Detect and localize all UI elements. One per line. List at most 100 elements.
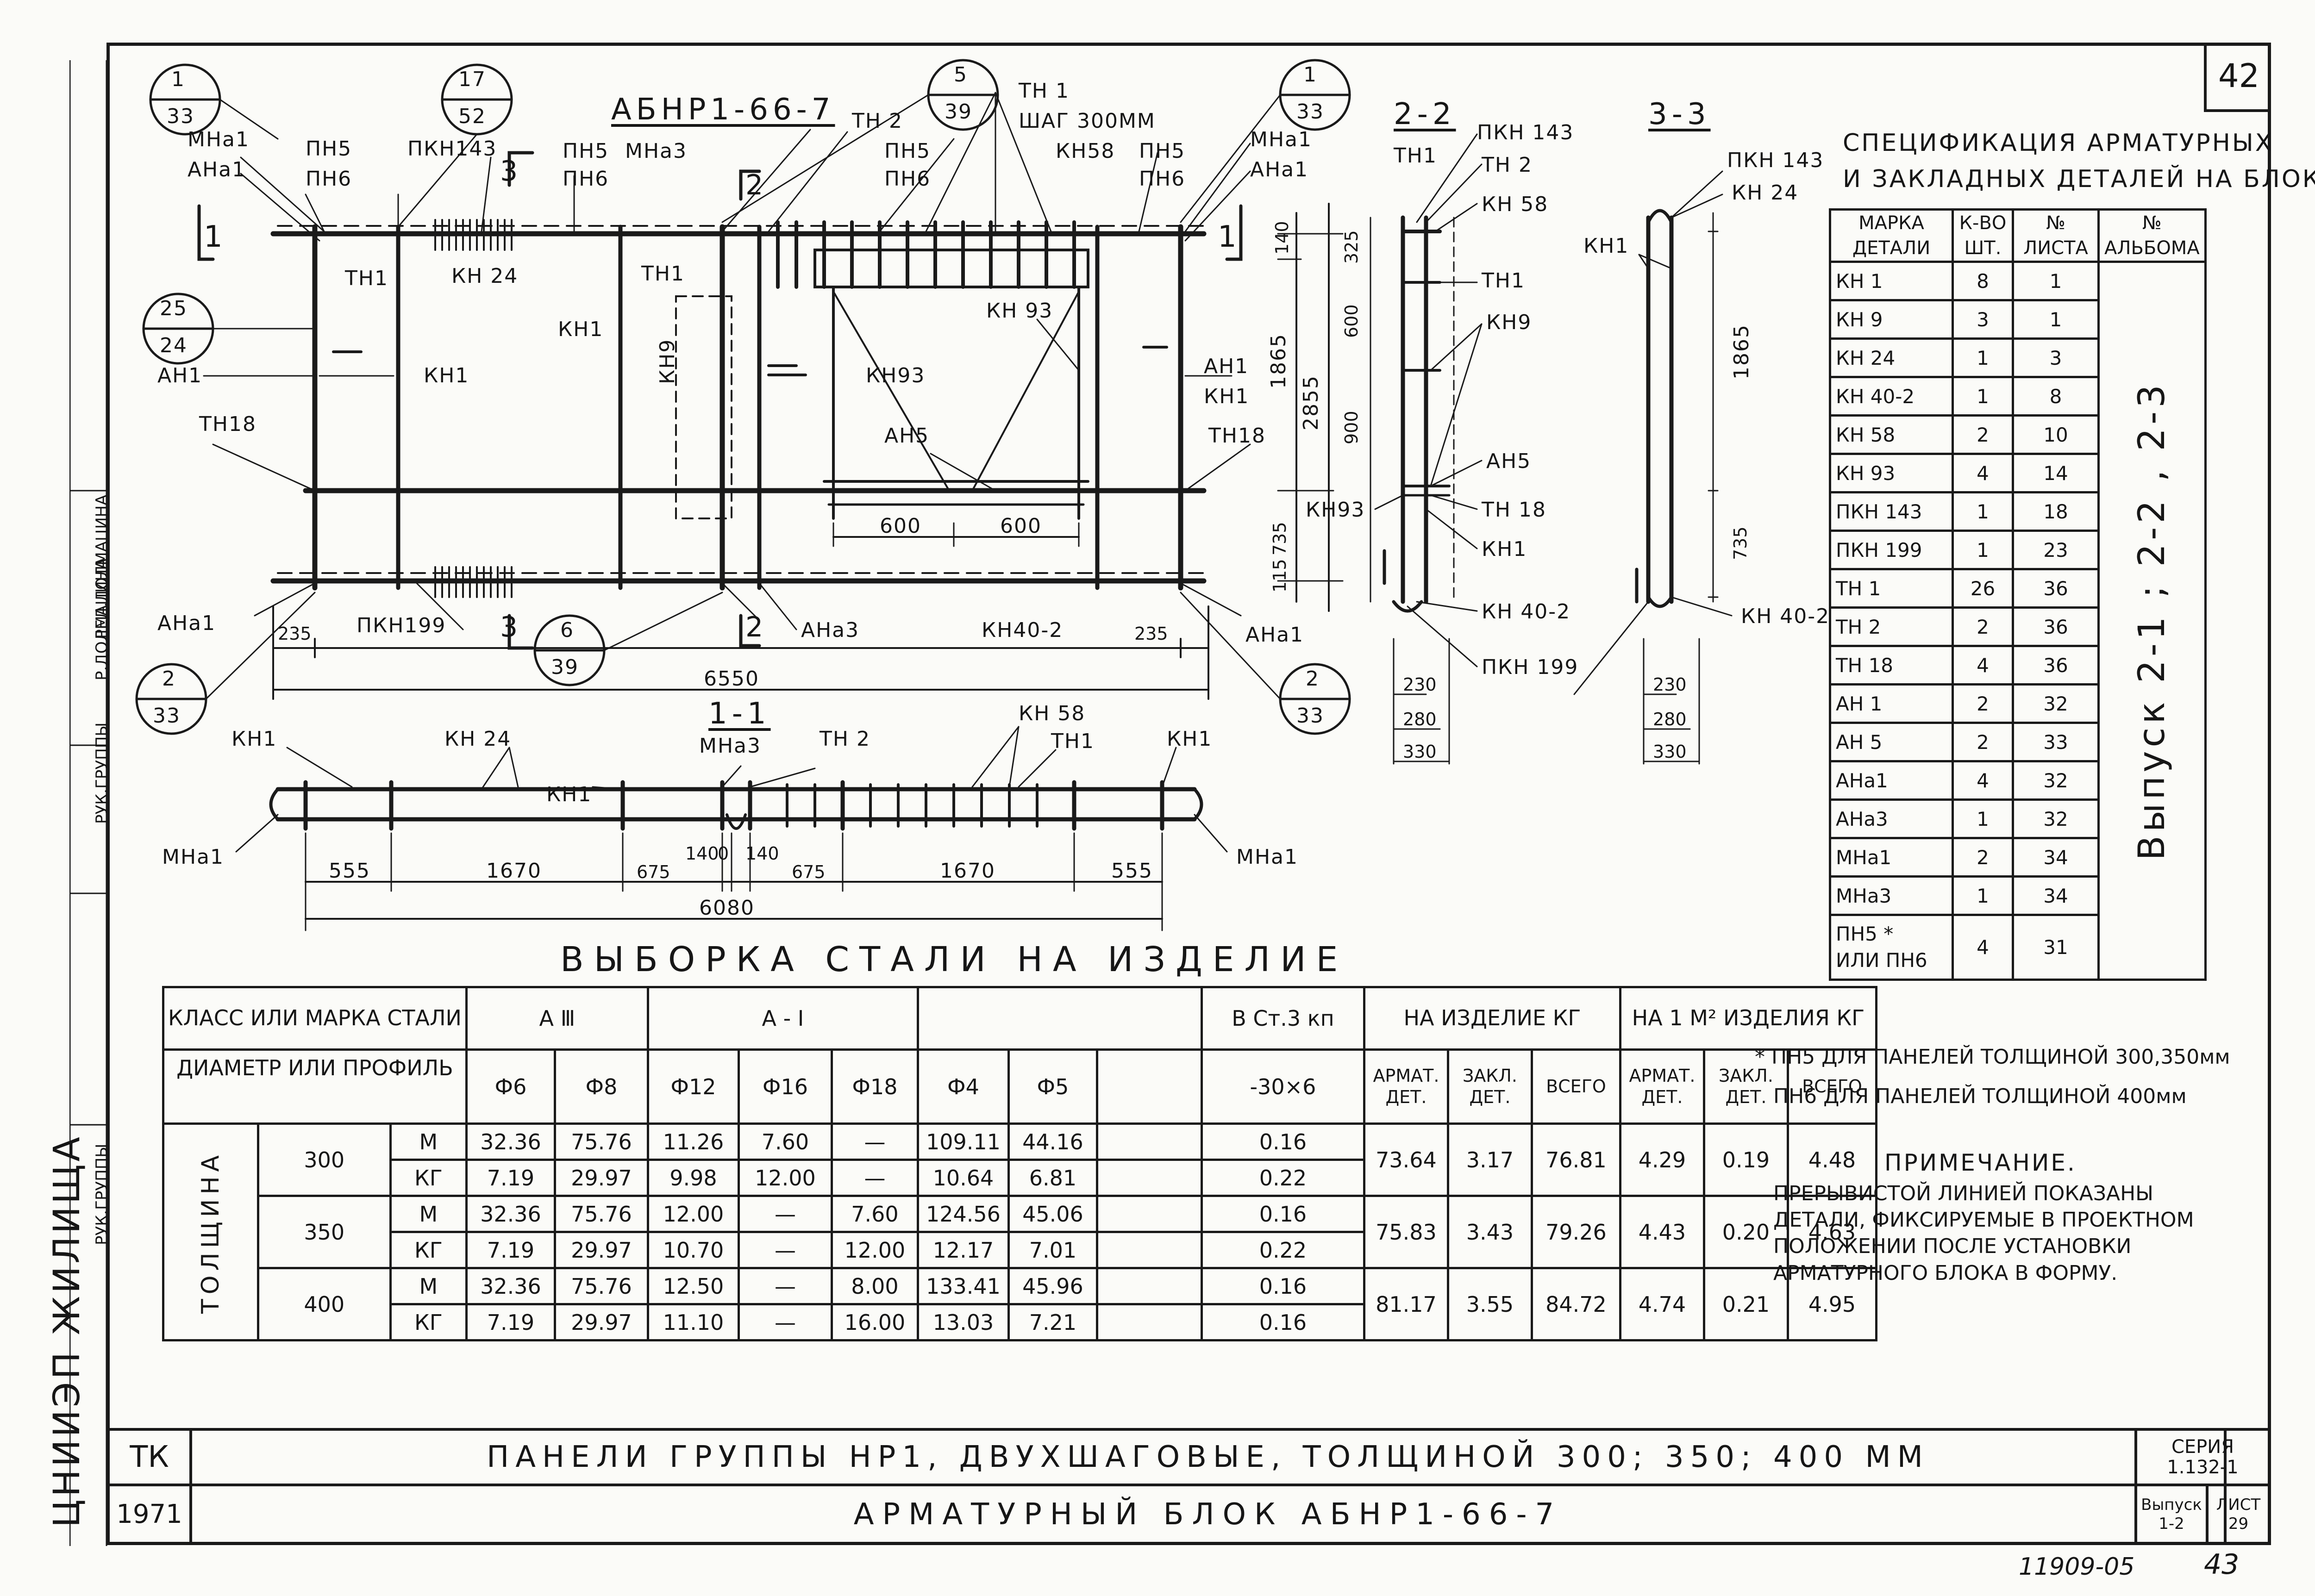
spec-title-line1: СПЕЦИФИКАЦИЯ АРМАТУРНЫХ (1843, 129, 2274, 157)
bubble-3-bottom: 39 (945, 100, 972, 124)
s22-dim-280: 280 (1403, 709, 1437, 729)
s22-dim-330: 330 (1403, 742, 1437, 762)
label-dim-600a: 600 (880, 514, 921, 538)
spec-title: СПЕЦИФИКАЦИЯ АРМАТУРНЫХ И ЗАКЛАДНЫХ ДЕТА… (1843, 125, 2315, 197)
s22-dim-900: 900 (1341, 411, 1362, 444)
bubble-7-top: 6 (560, 618, 574, 642)
s33-kn24: КН 24 (1732, 181, 1799, 205)
label-dim-115: 115 (1270, 559, 1290, 592)
steel-h-a1: А - Ⅰ (646, 986, 919, 1051)
steel-table: КЛАСС ИЛИ МАРКА СТАЛИ А Ⅲ А - Ⅰ В Ст.3 к… (162, 986, 1877, 1341)
bubble-5-top: 25 (160, 297, 188, 320)
label-cut-2a: 2 (745, 169, 764, 201)
tb-line1: ПАНЕЛИ ГРУППЫ НР1, ДВУХШАГОВЫЕ, ТОЛЩИНОЙ… (189, 1428, 2227, 1486)
section-2-2-title: 2-2 (1394, 97, 1456, 131)
tb-list-label: ЛИСТ (2216, 1495, 2261, 1514)
s11-dim-555b: 555 (1111, 859, 1153, 883)
bubble-2-bottom: 52 (458, 105, 486, 128)
s22-tn1: ТН1 (1394, 144, 1437, 168)
tb-vyp: 1-2 (2159, 1514, 2184, 1533)
section-1-1-title: 1-1 (708, 697, 771, 731)
label-ana1-right: АНа1 (1250, 158, 1309, 181)
archive-page: 43 (2204, 1548, 2240, 1581)
steel-h-a3: А Ⅲ (465, 986, 649, 1051)
s33-dim-280: 280 (1653, 709, 1687, 729)
s11-dim-0: 0 (718, 843, 729, 864)
s11-kn1-right: КН1 (1167, 727, 1213, 751)
s11-kn1-mid: КН1 (546, 783, 592, 806)
label-pn5-1: ПН5 (306, 137, 352, 161)
label-an5: АН5 (884, 424, 930, 448)
tb-vyp-cell: Выпуск 1-2 (2134, 1484, 2209, 1545)
thickness-label-cell: ТОЛЩИНА (162, 1122, 259, 1341)
s33-dim-735: 735 (1730, 526, 1751, 560)
side-stamp-lines (69, 60, 107, 1546)
label-step-300: ШАГ 300ММ (1019, 109, 1156, 133)
s11-dim-1670a: 1670 (486, 859, 542, 883)
s11-mna1-left: МНа1 (162, 845, 225, 869)
label-kn93-a: КН 93 (986, 299, 1053, 323)
note-star-2: ПН6 ДЛЯ ПАНЕЛЕЙ ТОЛЩИНОЙ 400мм (1773, 1085, 2187, 1108)
steel-h-bst: В Ст.3 кп (1200, 986, 1365, 1051)
label-pkn143: ПКН143 (407, 137, 497, 161)
label-dim-140: 140 (1272, 221, 1292, 255)
label-dim-235-right: 235 (1134, 623, 1168, 644)
s22-an5: АН5 (1486, 449, 1532, 473)
s11-tn1: ТН1 (1051, 729, 1095, 753)
bubble-3-top: 5 (954, 63, 968, 87)
s22-kn9: КН9 (1486, 311, 1532, 334)
label-tn2: ТН 2 (852, 109, 903, 133)
tb-list-cell: ЛИСТ 29 (2206, 1484, 2271, 1545)
bubble-2-top: 17 (458, 68, 486, 91)
label-kn9: КН9 (656, 338, 679, 384)
title-block: ТК 1971 ПАНЕЛИ ГРУППЫ НР1, ДВУХШАГОВЫЕ, … (106, 1428, 2271, 1545)
tb-year: 1971 (106, 1484, 192, 1545)
s22-dim-325: 325 (1341, 230, 1362, 264)
spec-album-text: Выпуск 2-1 ; 2-2 , 2-3 (2131, 381, 2173, 860)
archive-code: 11909-05 (2019, 1553, 2135, 1581)
tb-vyp-label: Выпуск (2141, 1495, 2202, 1514)
steel-table-title: ВЫБОРКА СТАЛИ НА ИЗДЕЛИЕ (560, 940, 1348, 979)
s22-kn1: КН1 (1482, 537, 1527, 561)
note-body: ПРЕРЫВИСТОЙ ЛИНИЕЙ ПОКАЗАНЫ ДЕТАЛИ, ФИКС… (1773, 1182, 2194, 1285)
s11-tn2: ТН 2 (820, 727, 870, 751)
section-3-3-title: 3-3 (1648, 97, 1711, 131)
steel-h-m2: НА 1 М² ИЗДЕЛИЯ КГ (1619, 986, 1877, 1051)
label-kn24: КН 24 (451, 264, 519, 288)
spec-album-cell: Выпуск 2-1 ; 2-2 , 2-3 (2097, 261, 2207, 981)
s33-dim-230: 230 (1653, 674, 1687, 695)
tb-code: ТК (106, 1428, 192, 1486)
label-dim-1865: 1865 (1267, 333, 1290, 389)
s11-dim-555a: 555 (329, 859, 370, 883)
s11-mna1-right: МНа1 (1236, 845, 1299, 869)
label-pn5-3: ПН5 (884, 139, 931, 163)
label-tn18-left: ТН18 (199, 412, 257, 436)
s11-dim-140b: 140 (745, 843, 779, 864)
tb-series-label: СЕРИЯ (2171, 1436, 2234, 1458)
s22-kn40-2: КН 40-2 (1482, 600, 1571, 623)
label-ana3: АНа3 (801, 618, 860, 642)
steel-header-row-2: ДИАМЕТР ИЛИ ПРОФИЛЬ Ф6 Ф8 Ф12 Ф16 Ф18 Ф4… (162, 1048, 1877, 1125)
label-tn1: ТН 1 (1019, 79, 1070, 103)
s22-kn93: КН93 (1306, 498, 1365, 522)
label-dim-235-left: 235 (278, 623, 312, 644)
s22-tn2: ТН 2 (1482, 153, 1533, 177)
